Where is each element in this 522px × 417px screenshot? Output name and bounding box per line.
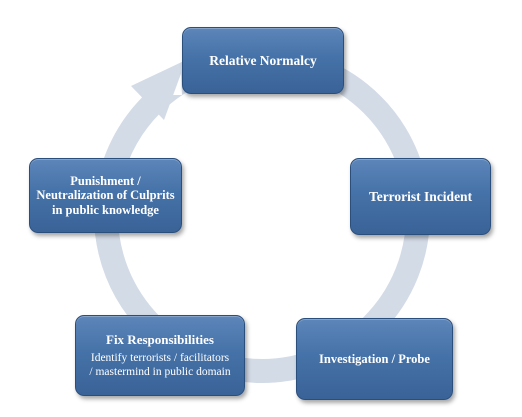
node-punishment-line2: Neutralization of Culprits xyxy=(36,188,175,203)
node-investigation-probe-title: Investigation / Probe xyxy=(319,351,430,366)
node-terrorist-incident-title: Terrorist Incident xyxy=(368,189,473,204)
node-relative-normalcy: Relative Normalcy xyxy=(182,27,344,94)
cycle-arrowhead xyxy=(131,60,186,120)
node-punishment-line3: in public knowledge xyxy=(52,202,159,217)
node-fix-responsibilities-subtitle: Identify terrorists / facilitators / mas… xyxy=(89,351,230,379)
node-fix-subtitle-line1: Identify terrorists / facilitators xyxy=(90,352,230,364)
node-relative-normalcy-title: Relative Normalcy xyxy=(209,53,317,68)
node-punishment-line1: Punishment / xyxy=(70,173,141,188)
node-fix-responsibilities-title: Fix Responsibilities xyxy=(106,332,214,347)
node-terrorist-incident: Terrorist Incident xyxy=(350,158,491,235)
node-punishment: Punishment / Neutralization of Culprits … xyxy=(29,158,182,233)
node-fix-subtitle-line2: / mastermind in public domain xyxy=(89,366,231,378)
node-fix-responsibilities: Fix Responsibilities Identify terrorists… xyxy=(75,315,245,396)
node-investigation-probe: Investigation / Probe xyxy=(296,318,453,400)
